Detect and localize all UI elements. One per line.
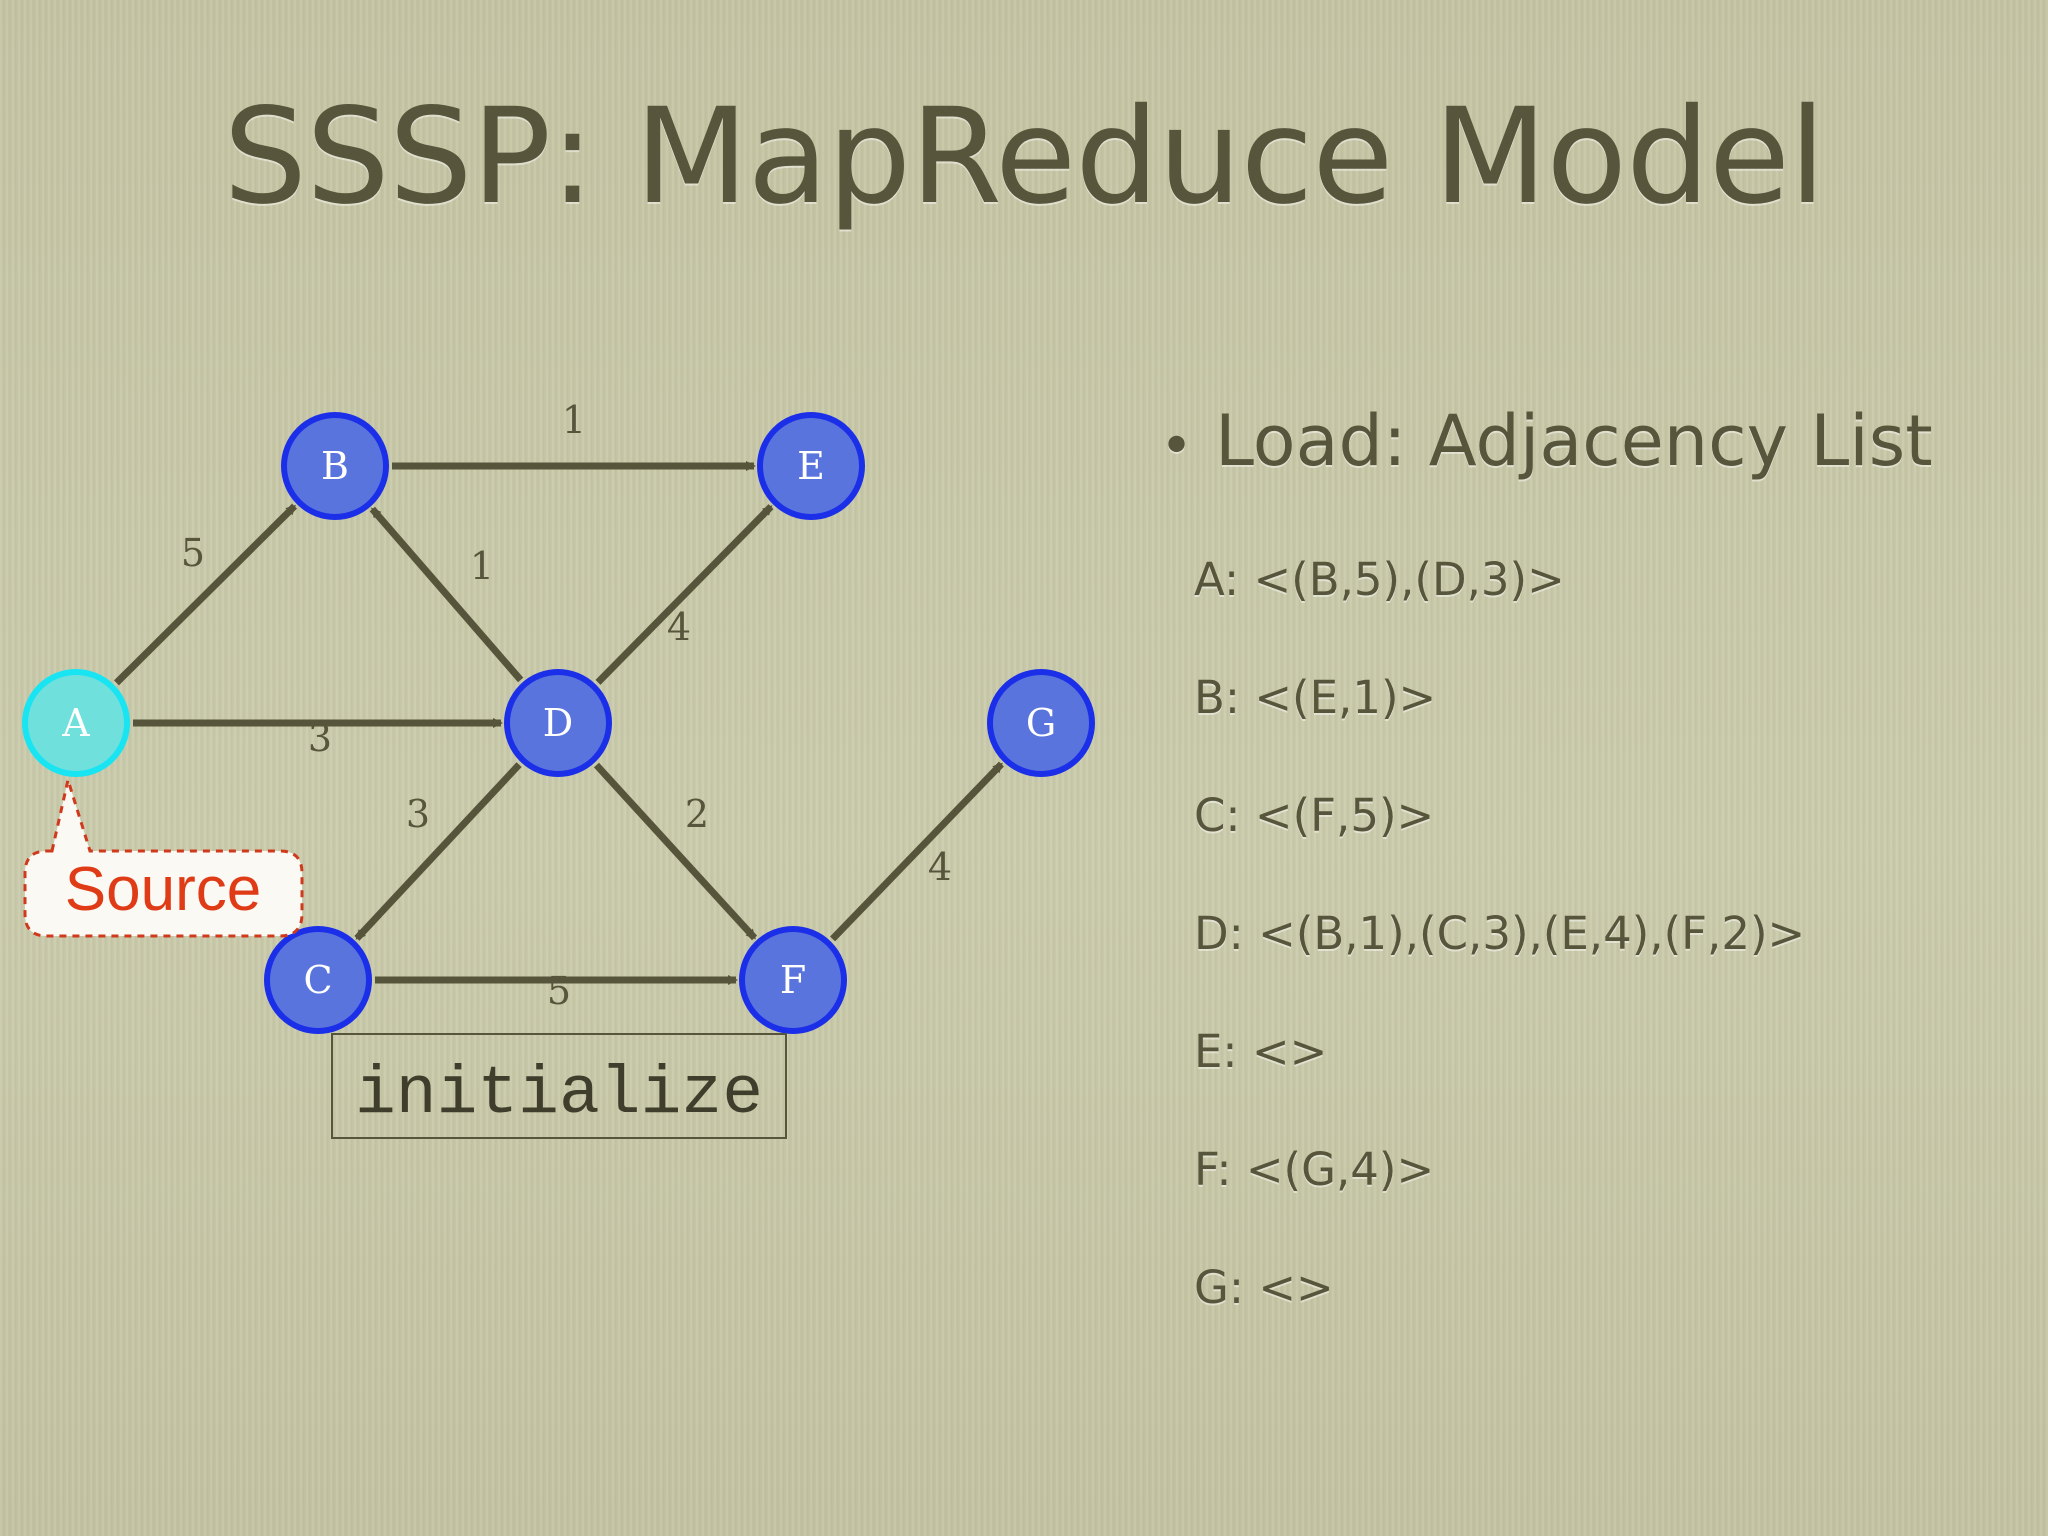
node-label-b: B — [321, 444, 349, 488]
edge-weight-d-b: 1 — [470, 544, 494, 588]
edge-weight-d-c: 3 — [406, 792, 430, 836]
node-b: B — [281, 412, 389, 520]
node-d: D — [504, 669, 612, 777]
edge-labels-layer: 5 3 1 1 4 3 2 5 4 — [181, 398, 952, 1013]
callout-bubble — [23, 774, 304, 938]
edges-layer — [113, 461, 1004, 985]
edge-d-c — [354, 762, 522, 941]
adjacency-entry-a: A: <(B,5),(D,3)> — [1194, 553, 1565, 606]
initialize-frame — [331, 1033, 787, 1139]
bullet-dot: • — [1160, 414, 1194, 479]
adjacency-entry-d: D: <(B,1),(C,3),(E,4),(F,2)> — [1194, 907, 1806, 960]
node-label-a: A — [61, 701, 90, 745]
node-label-d: D — [543, 701, 573, 745]
callout-text: Source — [65, 855, 261, 924]
edge-weight-d-e: 4 — [667, 605, 691, 649]
adjacency-entry-e: E: <> — [1194, 1025, 1328, 1078]
edge-d-b — [369, 506, 524, 683]
node-circle-f — [739, 926, 847, 1034]
initialize-label: initialize — [355, 1056, 763, 1133]
edge-weight-a-d: 3 — [308, 716, 332, 760]
edge-weight-c-f: 5 — [547, 969, 571, 1013]
node-label-c: C — [303, 958, 332, 1002]
node-circle-b — [281, 412, 389, 520]
node-e: E — [757, 412, 865, 520]
edge-weight-d-f: 2 — [685, 792, 709, 836]
node-label-e: E — [797, 444, 825, 488]
adjacency-entry-c: C: <(F,5)> — [1194, 789, 1435, 842]
node-label-f: F — [780, 958, 806, 1002]
edge-d-f — [593, 762, 758, 941]
bullet-heading: • Load: Adjacency List — [1160, 400, 1933, 482]
nodes-layer: A B C D E F G — [22, 412, 1095, 1034]
initialize-box: initialize — [331, 1033, 787, 1139]
edge-f-g — [830, 761, 1004, 942]
edge-weight-b-e: 1 — [562, 398, 586, 442]
node-c: C — [264, 926, 372, 1034]
adjacency-entry-b: B: <(E,1)> — [1194, 671, 1437, 724]
node-circle-a — [22, 669, 130, 777]
edge-d-e — [595, 504, 774, 685]
node-label-g: G — [1026, 701, 1056, 745]
node-circle-d — [504, 669, 612, 777]
slide-title: SSSP: MapReduce Model — [223, 80, 1825, 234]
adjacency-entry-g: G: <> — [1194, 1261, 1334, 1314]
edge-a-b — [113, 503, 298, 686]
node-a: A — [22, 669, 130, 777]
edge-weight-a-b: 5 — [181, 531, 205, 575]
edge-weight-f-g: 4 — [928, 845, 952, 889]
node-circle-g — [987, 669, 1095, 777]
node-circle-e — [757, 412, 865, 520]
adjacency-list: A: <(B,5),(D,3)> B: <(E,1)> C: <(F,5)> D… — [1194, 540, 2014, 1366]
node-f: F — [739, 926, 847, 1034]
source-callout: Source — [23, 774, 304, 938]
bullet-text: Load: Adjacency List — [1215, 400, 1933, 482]
adjacency-entry-f: F: <(G,4)> — [1194, 1143, 1435, 1196]
node-circle-c — [264, 926, 372, 1034]
node-g: G — [987, 669, 1095, 777]
